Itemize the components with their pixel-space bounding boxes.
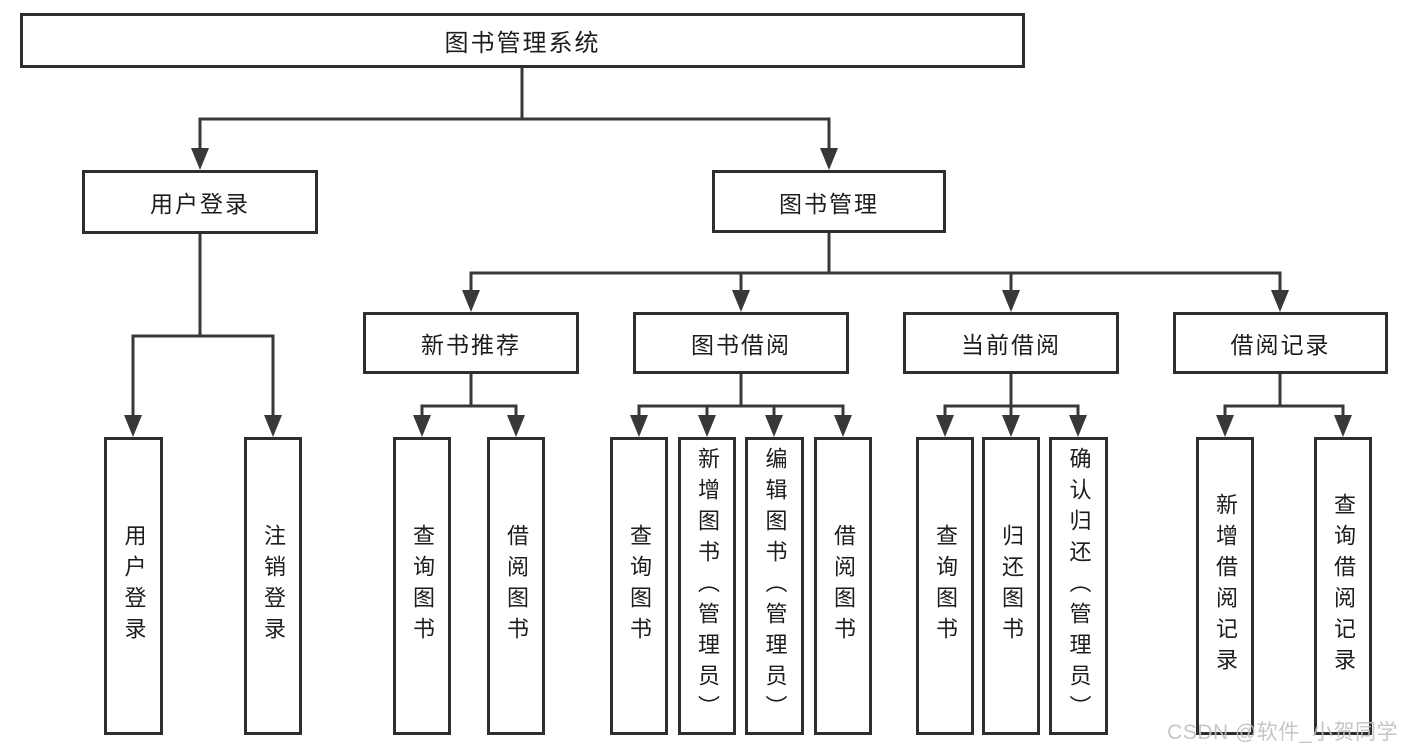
connector-user-login-children <box>124 232 282 437</box>
leaf-edit-book-admin: 编辑图书（管理员） <box>745 437 804 735</box>
connector-current-borrow-children <box>936 372 1087 437</box>
node-label: 借阅图书 <box>831 524 856 648</box>
connector-book-management-children <box>462 231 1289 312</box>
node-label: 查询借阅记录 <box>1331 493 1356 679</box>
node-label: 图书管理系统 <box>444 30 601 57</box>
node-label: 新书推荐 <box>421 332 521 358</box>
leaf-query-books-recommend: 查询图书 <box>393 437 451 735</box>
node-book-borrow: 图书借阅 <box>633 312 849 374</box>
leaf-add-borrow-record: 新增借阅记录 <box>1196 437 1254 735</box>
leaf-user-login: 用户登录 <box>104 437 163 735</box>
node-label: 查询图书 <box>933 524 958 648</box>
node-label: 当前借阅 <box>961 332 1061 358</box>
node-user-login: 用户登录 <box>82 170 318 234</box>
leaf-confirm-return-admin: 确认归还（管理员） <box>1049 437 1108 735</box>
leaf-borrow-books: 借阅图书 <box>814 437 872 735</box>
node-label: 查询图书 <box>410 524 435 648</box>
node-label: 归还图书 <box>999 524 1024 648</box>
node-label: 借阅图书 <box>504 524 529 648</box>
node-book-management: 图书管理 <box>712 170 946 233</box>
node-label: 用户登录 <box>150 191 250 217</box>
connector-new-book-recommend-children <box>413 372 525 437</box>
connector-root-to-level2 <box>191 66 838 170</box>
node-label: 新增图书（管理员） <box>695 446 720 726</box>
node-label: 图书借阅 <box>691 332 791 358</box>
leaf-logout: 注销登录 <box>244 437 302 735</box>
node-label: 用户登录 <box>121 524 147 648</box>
node-label: 查询图书 <box>627 524 652 648</box>
node-label: 注销登录 <box>261 524 286 648</box>
leaf-add-book-admin: 新增图书（管理员） <box>678 437 736 735</box>
node-label: 确认归还（管理员） <box>1066 446 1092 726</box>
leaf-borrow-books-recommend: 借阅图书 <box>487 437 545 735</box>
node-label: 新增借阅记录 <box>1213 493 1238 679</box>
connector-book-borrow-children <box>630 372 852 437</box>
node-label: 借阅记录 <box>1230 332 1331 358</box>
leaf-query-borrow-record: 查询借阅记录 <box>1314 437 1372 735</box>
leaf-query-books-current: 查询图书 <box>916 437 974 735</box>
leaf-query-books-borrow: 查询图书 <box>610 437 668 735</box>
node-library-management-system: 图书管理系统 <box>20 13 1025 68</box>
leaf-return-book: 归还图书 <box>982 437 1040 735</box>
node-current-borrow: 当前借阅 <box>903 312 1119 374</box>
node-new-book-recommend: 新书推荐 <box>363 312 579 374</box>
node-label: 图书管理 <box>779 190 879 217</box>
node-borrow-records: 借阅记录 <box>1173 312 1388 374</box>
node-label: 编辑图书（管理员） <box>762 446 788 726</box>
csdn-watermark: CSDN @软件_小贺同学 <box>1167 721 1398 744</box>
connector-borrow-records-children <box>1216 372 1352 437</box>
